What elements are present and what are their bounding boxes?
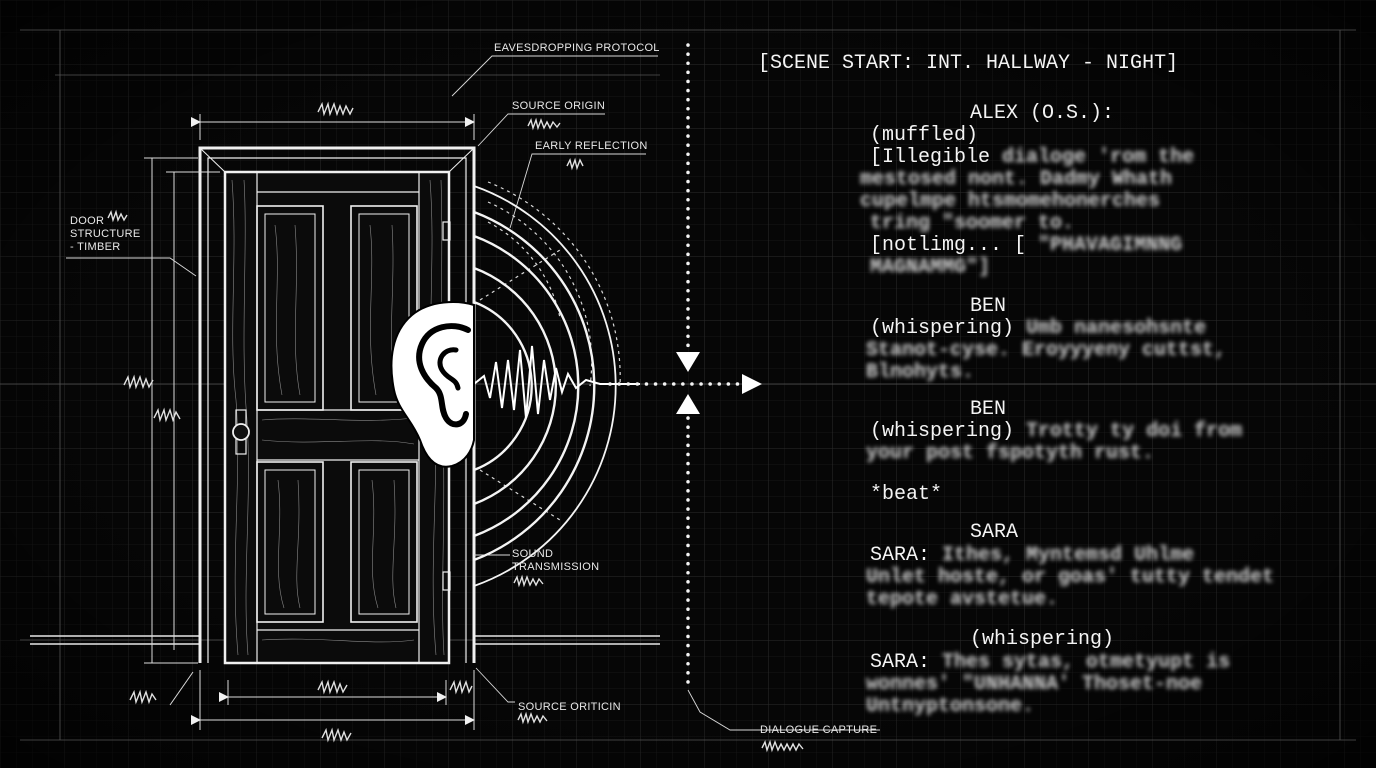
dialogue-alex-line5: [notlimg... [ "PHAVAGIMNNG [870,234,1182,257]
construction-lines [0,29,1376,741]
dialogue-sara-2-line1: SARA: Thes sytas, otmetyupt is [870,651,1230,674]
dialogue-sara-2-line2: wonnes' "UNHANNA' Thoset-noe [866,673,1203,696]
capture-arrowheads [676,352,762,414]
character-ben-2: BEN [970,398,1007,421]
dialogue-sara-1-prefix: SARA: [870,544,931,567]
parenthetical-sara-2: (whispering) [970,628,1115,651]
hinge-top [442,221,451,241]
label-source-oriticin: SOURCE ORITICIN [518,701,621,713]
parenthetical-ben-2: (whispering) [870,420,1015,443]
label-source-origin: SOURCE ORIGIN [512,100,606,112]
dialogue-alex-line6: MAGNAMMG"] [870,256,991,279]
label-door-line2: STRUCTURE [70,228,141,240]
capture-dotted-lines [608,43,742,692]
dialogue-ben-1-line2: Stanot-cyse. Eroyyyeny cuttst, [866,339,1227,362]
dialogue-alex-line1: [Illegible dialoge 'rom the [870,146,1194,169]
floor-line [30,635,660,645]
label-door-line3: - TIMBER [70,241,121,253]
dialogue-ben-1-line1: (whispering) Umb nanesohsnte [870,317,1206,340]
dialogue-alex-nothing: [notlimg... [ [870,234,1027,257]
dialogue-ben-2-line1: (whispering) Trotty ty doi from [870,420,1242,443]
dialogue-sara-1-line1: SARA: Ithes, Myntemsd Uhlme [870,544,1194,567]
hinge-bottom [442,571,451,591]
dialogue-alex-line2: mestosed nont. Dadmy Whath [860,168,1173,191]
label-door-line1: DOOR [70,215,105,227]
parenthetical-ben-1: (whispering) [870,317,1015,340]
dialogue-ben-2-blurred: Trotty ty doi from [1026,420,1243,443]
door-knob [232,423,250,441]
label-sound-line2: TRANSMISSION [512,561,600,573]
dialogue-sara-2-prefix: SARA: [870,651,931,674]
dialogue-alex-line3: cupelmpe htsmomehonerches [860,190,1161,213]
sound-waveform [473,345,640,419]
dialogue-ben-1-blurred: Umb nanesohsnte [1026,317,1207,340]
dialogue-sara-1-line3: tepote avstetue. [866,588,1059,611]
dialogue-alex-line4: tring "soomer to. [870,212,1075,235]
ear-icon [390,301,475,468]
label-sound-line1: SOUND [512,548,554,560]
dialogue-alex-blurred: dialoge 'rom the [1002,146,1195,169]
dialogue-sara-1-line2: Unlet hoste, or goas' tutty tendet [866,566,1275,589]
parenthetical-alex: (muffled) [870,124,979,147]
leader-lines [66,55,880,731]
dimension-lines [144,114,475,730]
character-sara-1: SARA [970,521,1019,544]
dialogue-alex-blurred2: "PHAVAGIMNNG [1038,234,1183,257]
character-alex: ALEX (O.S.): [970,102,1115,125]
dialogue-sara-2-blurred: Thes sytas, otmetyupt is [942,651,1231,674]
dialogue-ben-1-line3: Blnohyts. [866,361,975,384]
dialogue-alex-clear: [Illegible [870,146,991,169]
label-early-reflection: EARLY REFLECTION [535,140,648,152]
dialogue-ben-2-line2: your post fspotyth rust. [866,442,1155,465]
label-dialogue-capture: DIALOGUE CAPTURE [760,724,878,736]
beat-direction: *beat* [870,483,943,506]
character-ben-1: BEN [970,295,1007,318]
door-panels [256,205,418,623]
label-door-structure: DOOR STRUCTURE - TIMBER [70,215,141,254]
scene-heading: [SCENE START: INT. HALLWAY - NIGHT] [758,52,1179,75]
dimension-scribbles [107,101,804,753]
label-sound-transmission: SOUND TRANSMISSION [512,548,599,574]
label-eavesdropping-protocol: EAVESDROPPING PROTOCOL [494,42,660,54]
dialogue-sara-1-blurred: Ithes, Myntemsd Uhlme [942,544,1195,567]
dialogue-sara-2-line3: Untnyptonsone. [866,695,1035,718]
